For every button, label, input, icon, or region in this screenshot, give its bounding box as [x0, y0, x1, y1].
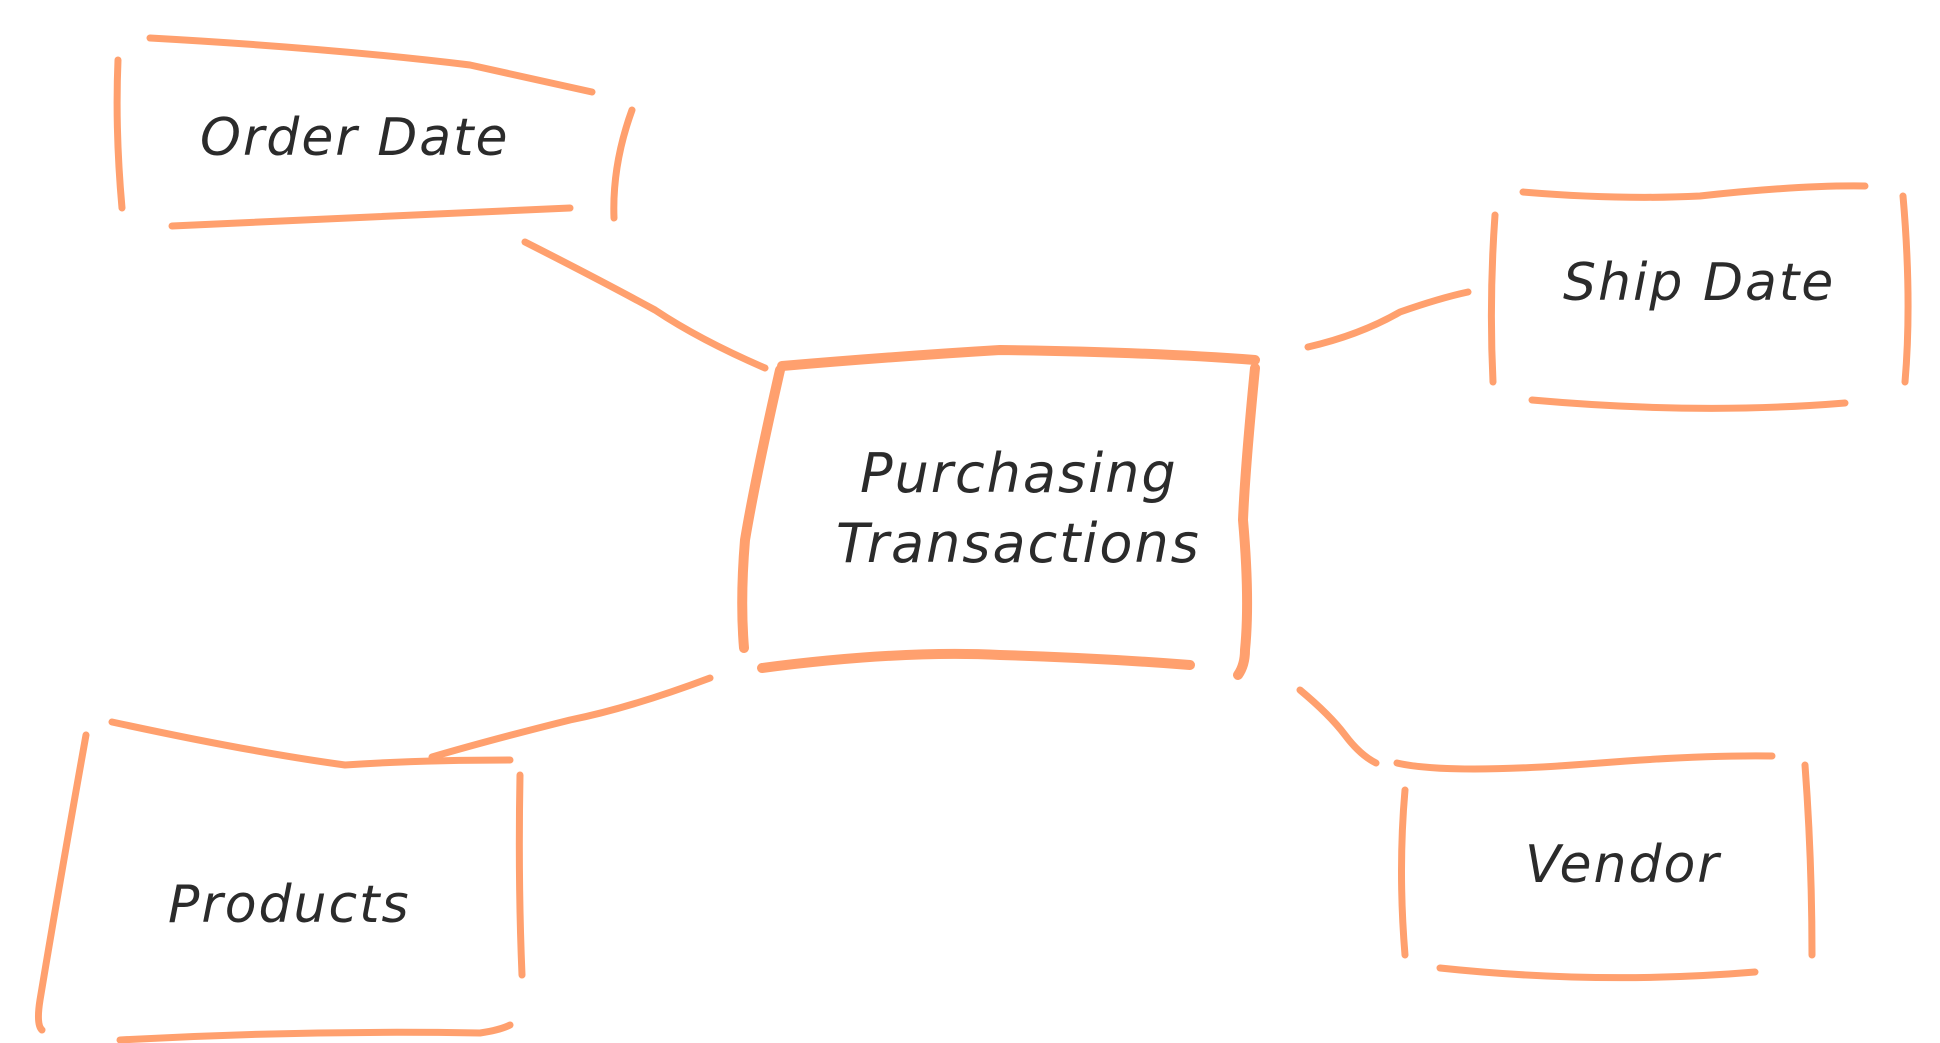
- connectors: [428, 238, 1472, 767]
- edge-center-products: [428, 674, 714, 761]
- ship-date-box: [1487, 182, 1912, 412]
- node-products[interactable]: Products: [34, 718, 526, 1043]
- node-purchasing-transactions[interactable]: Purchasing Transactions: [737, 345, 1260, 680]
- vendor-box: [1393, 752, 1816, 982]
- products-box: [34, 718, 526, 1043]
- vendor-label: Vendor: [1525, 835, 1722, 895]
- edge-center-ship-date: [1304, 288, 1472, 351]
- node-order-date[interactable]: Order Date: [113, 34, 636, 230]
- node-vendor[interactable]: Vendor: [1393, 752, 1816, 982]
- products-label: Products: [168, 875, 411, 935]
- edge-center-order-date: [521, 238, 769, 372]
- purchasing-label-line1: Purchasing: [860, 442, 1178, 505]
- ship-date-label: Ship Date: [1563, 253, 1835, 313]
- purchasing-transactions-box: [737, 345, 1260, 680]
- edge-center-vendor: [1296, 686, 1380, 767]
- order-date-box: [113, 34, 636, 230]
- node-ship-date[interactable]: Ship Date: [1487, 182, 1912, 412]
- purchasing-label-line2: Transactions: [836, 512, 1201, 575]
- order-date-label: Order Date: [200, 108, 510, 168]
